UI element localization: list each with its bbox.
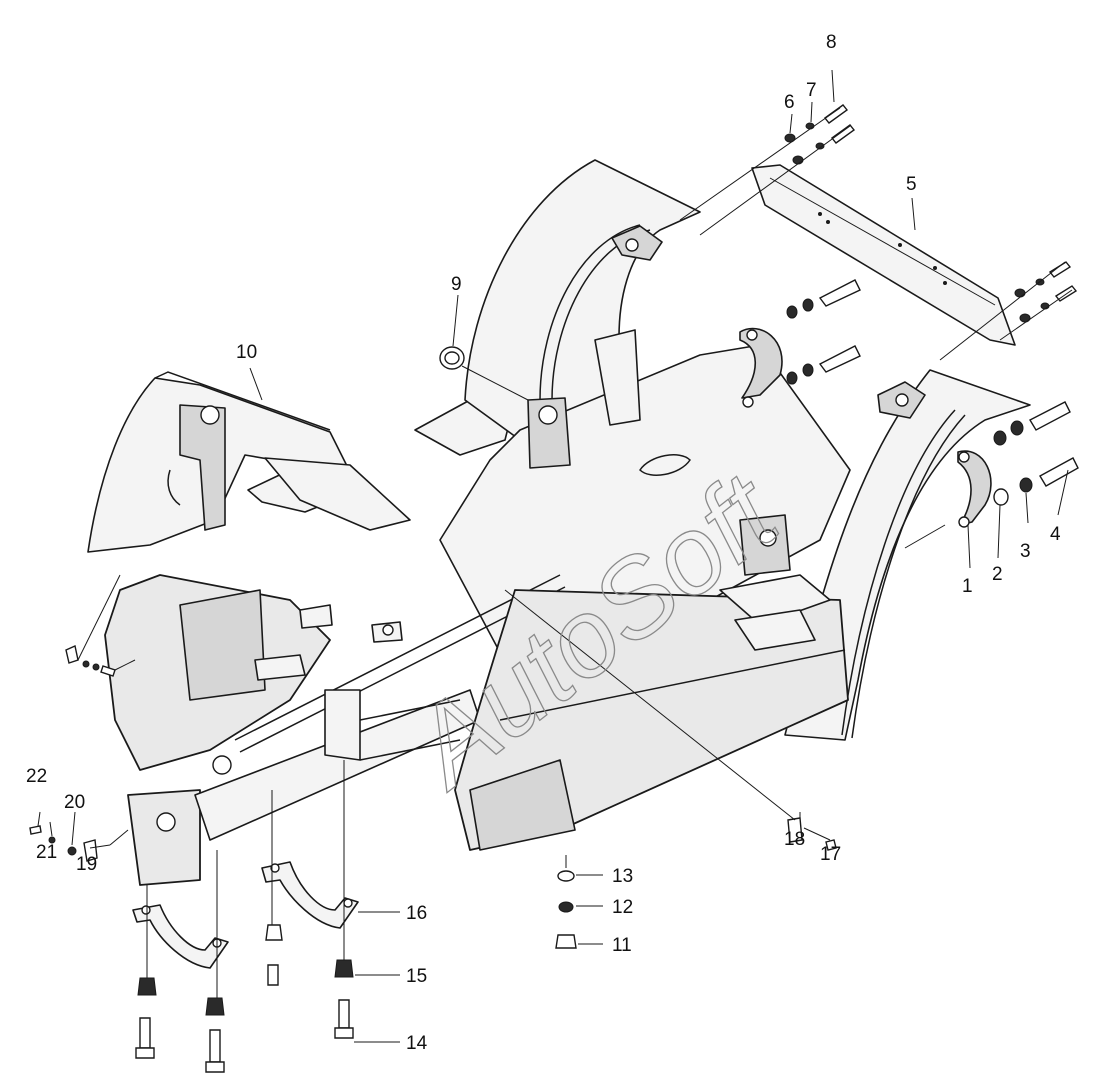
callout-9: 9 <box>451 274 462 295</box>
callout-6: 6 <box>784 92 795 113</box>
callout-16: 16 <box>406 903 427 924</box>
left-small-hardware <box>29 645 116 862</box>
callout-12: 12 <box>612 897 633 918</box>
callout-21: 21 <box>36 842 57 863</box>
callout-17: 17 <box>820 844 841 865</box>
right-bolt-set <box>1014 261 1078 323</box>
callout-2: 2 <box>992 564 1003 585</box>
bottom-washers-nut <box>555 870 577 949</box>
callout-20: 20 <box>64 792 85 813</box>
callout-4: 4 <box>1050 524 1061 545</box>
callout-22: 22 <box>26 766 47 787</box>
bottom-clamps <box>132 861 359 969</box>
rear-fender-upper <box>464 159 701 441</box>
clamp-upper <box>739 327 783 408</box>
callout-1: 1 <box>962 576 973 597</box>
bottom-nuts-bolts <box>135 924 354 1073</box>
callout-5: 5 <box>906 174 917 195</box>
clamp-upper-bolts <box>786 279 861 385</box>
callout-labels: 1 2 3 4 5 6 7 8 9 10 11 12 13 14 15 16 1… <box>26 32 1061 1054</box>
upper-bolt-set <box>784 104 856 165</box>
callout-14: 14 <box>406 1033 428 1054</box>
callout-13: 13 <box>612 866 633 887</box>
callout-8: 8 <box>826 32 837 53</box>
callout-11: 11 <box>612 935 632 956</box>
main-frame <box>104 329 851 886</box>
o-ring <box>439 346 465 370</box>
right-small-hardware <box>787 817 837 851</box>
clamp-lower <box>957 450 992 528</box>
leader-lines <box>37 69 1073 1043</box>
callout-18: 18 <box>784 829 805 850</box>
callout-7: 7 <box>806 80 817 101</box>
callout-10: 10 <box>236 342 257 363</box>
clamp-lower-bolts <box>993 401 1079 506</box>
callout-3: 3 <box>1020 541 1031 562</box>
cross-plate <box>751 164 1016 346</box>
callout-19: 19 <box>76 854 97 875</box>
callout-15: 15 <box>406 966 427 987</box>
